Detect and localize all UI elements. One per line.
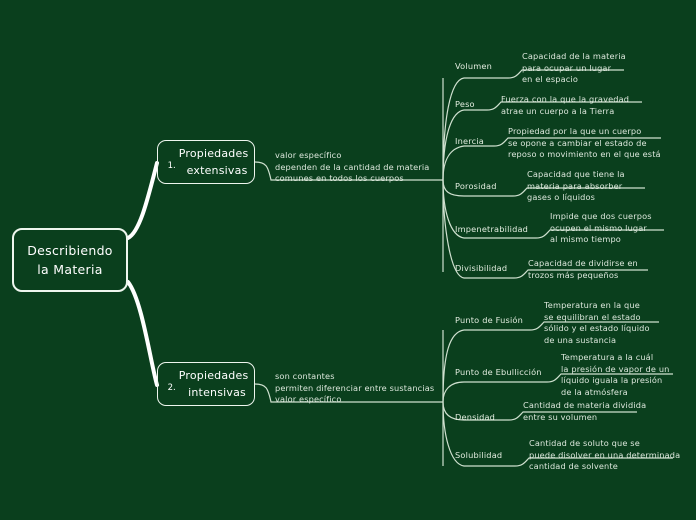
leaf-label-divisibilidad[interactable]: Divisibilidad bbox=[455, 263, 508, 273]
leaf-description-inercia: Propiedad por la que un cuerpo se opone … bbox=[508, 126, 661, 160]
leaf-label-punto-ebullicion[interactable]: Punto de Ebullicción bbox=[455, 367, 542, 377]
branch-label-extensivas-line1: Propiedades bbox=[178, 147, 249, 160]
link-root-branch2 bbox=[126, 280, 159, 387]
leaf-description-punto-ebullicion: Temperatura a la cuál la presión de vapo… bbox=[561, 352, 670, 397]
branch-label-intensivas: Propiedades intensivas bbox=[179, 367, 249, 401]
leaf-description-peso: Fuerza con la que la gravedad atrae un c… bbox=[501, 94, 630, 116]
leaf-link-volumen bbox=[442, 69, 624, 181]
leaf-description-solubilidad: Cantidad de soluto que se puede disolver… bbox=[529, 438, 681, 472]
leaf-description-densidad: Cantidad de materia dividida entre su vo… bbox=[523, 400, 647, 422]
branch-node-intensivas-inner: 2. Propiedades intensivas bbox=[164, 367, 249, 401]
branch-node-extensivas-inner: 1. Propiedades extensivas bbox=[164, 145, 249, 179]
leaf-label-porosidad[interactable]: Porosidad bbox=[455, 181, 497, 191]
leaf-description-volumen: Capacidad de la materia para ocupar un l… bbox=[522, 51, 626, 85]
leaf-label-punto-fusion[interactable]: Punto de Fusión bbox=[455, 315, 524, 325]
leaf-label-volumen[interactable]: Volumen bbox=[455, 61, 493, 71]
leaf-description-divisibilidad: Capacidad de dividirse en trozos más peq… bbox=[528, 258, 638, 280]
leaf-description-impenetrabilidad: Impide que dos cuerpos ocupen el mismo l… bbox=[550, 211, 652, 245]
leaf-label-impenetrabilidad[interactable]: Impenetrabilidad bbox=[455, 224, 529, 234]
leaf-label-inercia[interactable]: Inercia bbox=[455, 136, 485, 146]
branch-description-intensivas: son contantes permiten diferenciar entre… bbox=[275, 371, 435, 405]
branch-number-1: 1. bbox=[167, 160, 176, 171]
leaf-description-punto-fusion: Temperatura en la que se equilibran el e… bbox=[544, 300, 650, 345]
branch-node-intensivas[interactable]: 2. Propiedades intensivas bbox=[157, 362, 255, 406]
root-label-line1: Describiendo bbox=[27, 243, 113, 258]
branch-label-intensivas-line1: Propiedades bbox=[178, 369, 249, 382]
root-node[interactable]: Describiendo la Materia bbox=[12, 228, 128, 292]
branch-description-extensivas: valor específico dependen de la cantidad… bbox=[275, 150, 430, 184]
branch-label-extensivas-line2: extensivas bbox=[186, 164, 248, 177]
branch-node-extensivas[interactable]: 1. Propiedades extensivas bbox=[157, 140, 255, 184]
link-root-branch1 bbox=[126, 161, 159, 240]
branch-label-extensivas: Propiedades extensivas bbox=[179, 145, 249, 179]
leaf-label-solubilidad[interactable]: Solubilidad bbox=[455, 450, 503, 460]
leaf-label-densidad[interactable]: Densidad bbox=[455, 412, 496, 422]
root-node-label: Describiendo la Materia bbox=[27, 241, 113, 279]
leaf-description-porosidad: Capacidad que tiene la materia para abso… bbox=[527, 169, 625, 203]
branch-label-intensivas-line2: intensivas bbox=[188, 386, 246, 399]
root-label-line2: la Materia bbox=[37, 262, 103, 277]
branch-number-2: 2. bbox=[167, 382, 176, 393]
leaf-label-peso[interactable]: Peso bbox=[455, 99, 475, 109]
